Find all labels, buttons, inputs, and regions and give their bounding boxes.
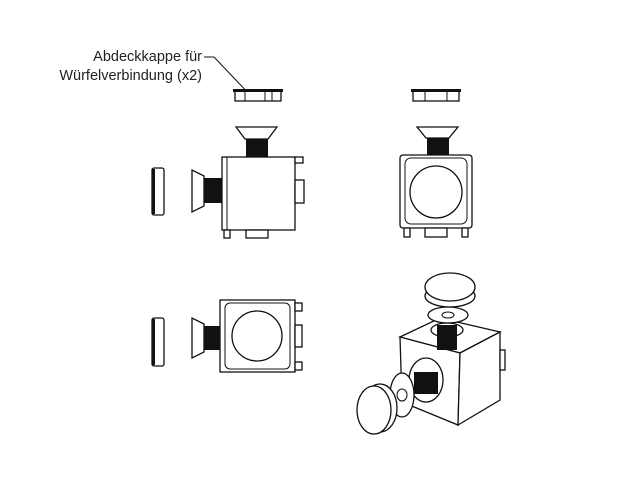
annotation-line-2: Würfelverbindung (x2)	[59, 68, 202, 84]
cube-bore	[231, 310, 283, 362]
cover-cap	[412, 90, 460, 102]
screw-thread	[246, 139, 268, 157]
view-front-right	[399, 89, 473, 238]
side-screw-head	[191, 316, 205, 360]
screw-head	[234, 126, 279, 140]
view-isometric	[356, 272, 506, 435]
side-screw-thread	[204, 178, 222, 203]
side-screw-head	[191, 168, 205, 214]
cube-body	[221, 156, 296, 231]
annotation-label: Abdeckkappe für Würfelverbindung (x2)	[59, 48, 202, 86]
view-front-left	[151, 89, 305, 239]
cube-right-face	[457, 330, 501, 427]
screw-thread	[427, 138, 449, 155]
cover-cap	[233, 89, 283, 102]
side-screw-thread	[204, 326, 220, 350]
cube-bore	[409, 165, 463, 219]
screw-head	[415, 126, 460, 139]
annotation-line-1: Abdeckkappe für	[93, 49, 202, 65]
washer-screw-top	[427, 306, 469, 324]
view-top	[151, 299, 303, 373]
